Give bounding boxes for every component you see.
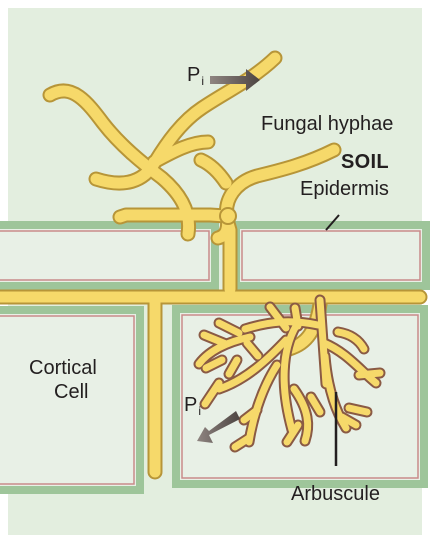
pi-bottom-label: Pi	[184, 394, 201, 418]
pi-bottom-subscript: i	[198, 404, 201, 418]
cortical-cell-label-line1: Cortical	[29, 357, 97, 380]
pi-top-main: P	[187, 64, 200, 86]
epidermis-label: Epidermis	[300, 178, 389, 201]
cortical-cell-label-line2: Cell	[54, 381, 88, 404]
hyphal-entry-node	[220, 208, 236, 224]
soil-label: SOIL	[341, 151, 389, 174]
pi-top-label: Pi	[187, 64, 204, 88]
arbuscule-label: Arbuscule	[291, 483, 380, 506]
epidermis-cell-right	[236, 225, 426, 286]
pi-top-subscript: i	[201, 74, 204, 88]
pi-bottom-main: P	[184, 394, 197, 416]
fungal-hyphae-label: Fungal hyphae	[261, 113, 393, 136]
